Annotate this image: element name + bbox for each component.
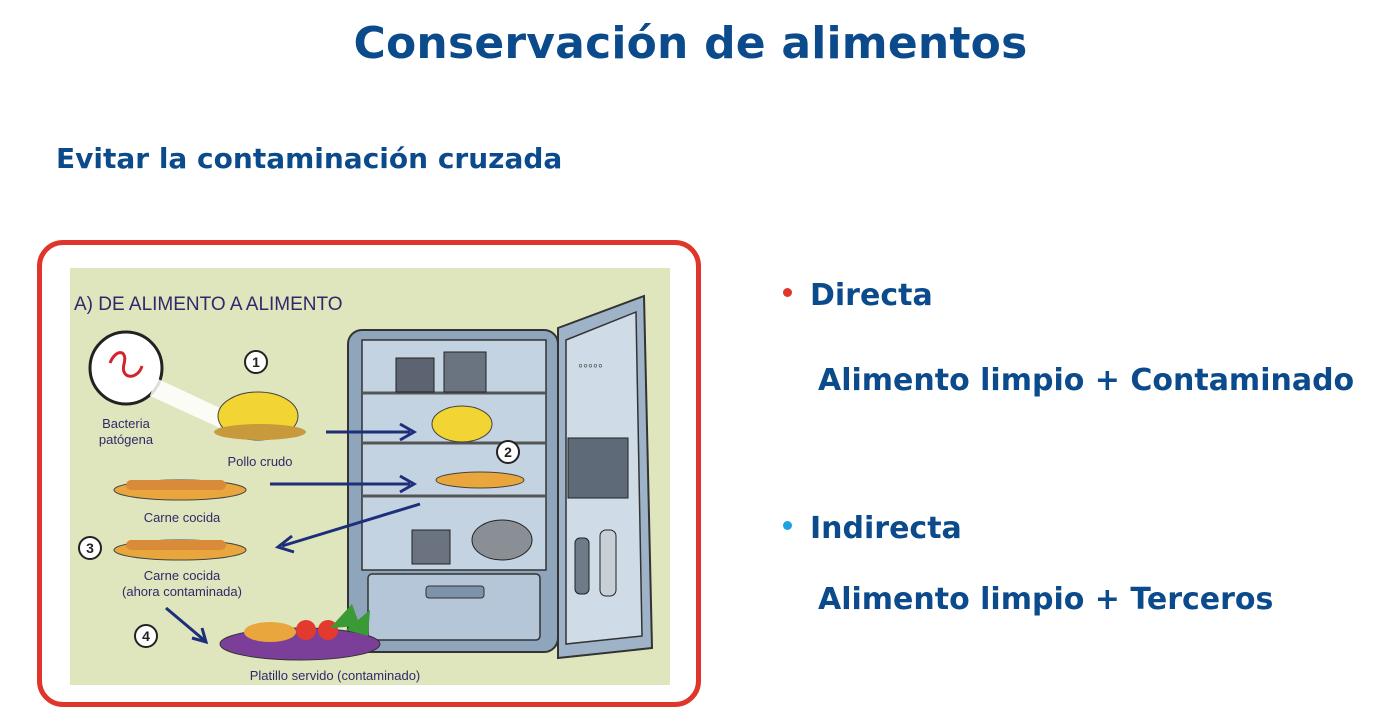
bullet-directa: Directa <box>783 278 933 313</box>
bullet-directa-label: Directa <box>810 278 933 313</box>
meat-in-fridge-icon <box>436 472 524 488</box>
bullet-indirecta-detail: Alimento limpio + Terceros <box>818 582 1273 617</box>
illustration-svg: A) DE ALIMENTO A ALIMENTO ◦◦◦◦◦ <box>70 268 670 685</box>
carne-cont-label-1: Carne cocida <box>144 568 221 583</box>
bullet-dot-blue-icon <box>783 521 792 530</box>
bullet-indirecta: Indirecta <box>783 511 962 546</box>
bacteria-label-2: patógena <box>99 432 154 447</box>
bacteria-label-1: Bacteria <box>102 416 150 431</box>
carne-cont-label-2: (ahora contaminada) <box>122 584 242 599</box>
svg-text:◦◦◦◦◦: ◦◦◦◦◦ <box>578 357 603 373</box>
step-3-number: 3 <box>86 540 94 556</box>
raw-chicken-icon: 1 <box>214 351 306 440</box>
carne-label: Carne cocida <box>144 510 221 525</box>
arrow-to-plate <box>166 608 204 640</box>
illustration-heading: A) DE ALIMENTO A ALIMENTO <box>74 294 343 315</box>
section-subtitle: Evitar la contaminación cruzada <box>56 142 562 175</box>
cooked-meat-icon <box>114 480 246 500</box>
cross-contamination-illustration: A) DE ALIMENTO A ALIMENTO ◦◦◦◦◦ <box>70 268 670 685</box>
contaminated-meat-icon: 3 <box>79 537 246 560</box>
step-1-number: 1 <box>252 354 260 370</box>
step-4-number: 4 <box>142 628 150 644</box>
platillo-label: Platillo servido (contaminado) <box>250 668 421 683</box>
bullet-directa-detail: Alimento limpio + Contaminado <box>818 363 1354 398</box>
page-title: Conservación de alimentos <box>0 18 1381 69</box>
pollo-label: Pollo crudo <box>227 454 292 469</box>
bullet-indirecta-label: Indirecta <box>810 511 962 546</box>
bacteria-icon <box>90 332 220 428</box>
bullet-dot-red-icon <box>783 288 792 297</box>
step-2-number: 2 <box>504 444 512 460</box>
